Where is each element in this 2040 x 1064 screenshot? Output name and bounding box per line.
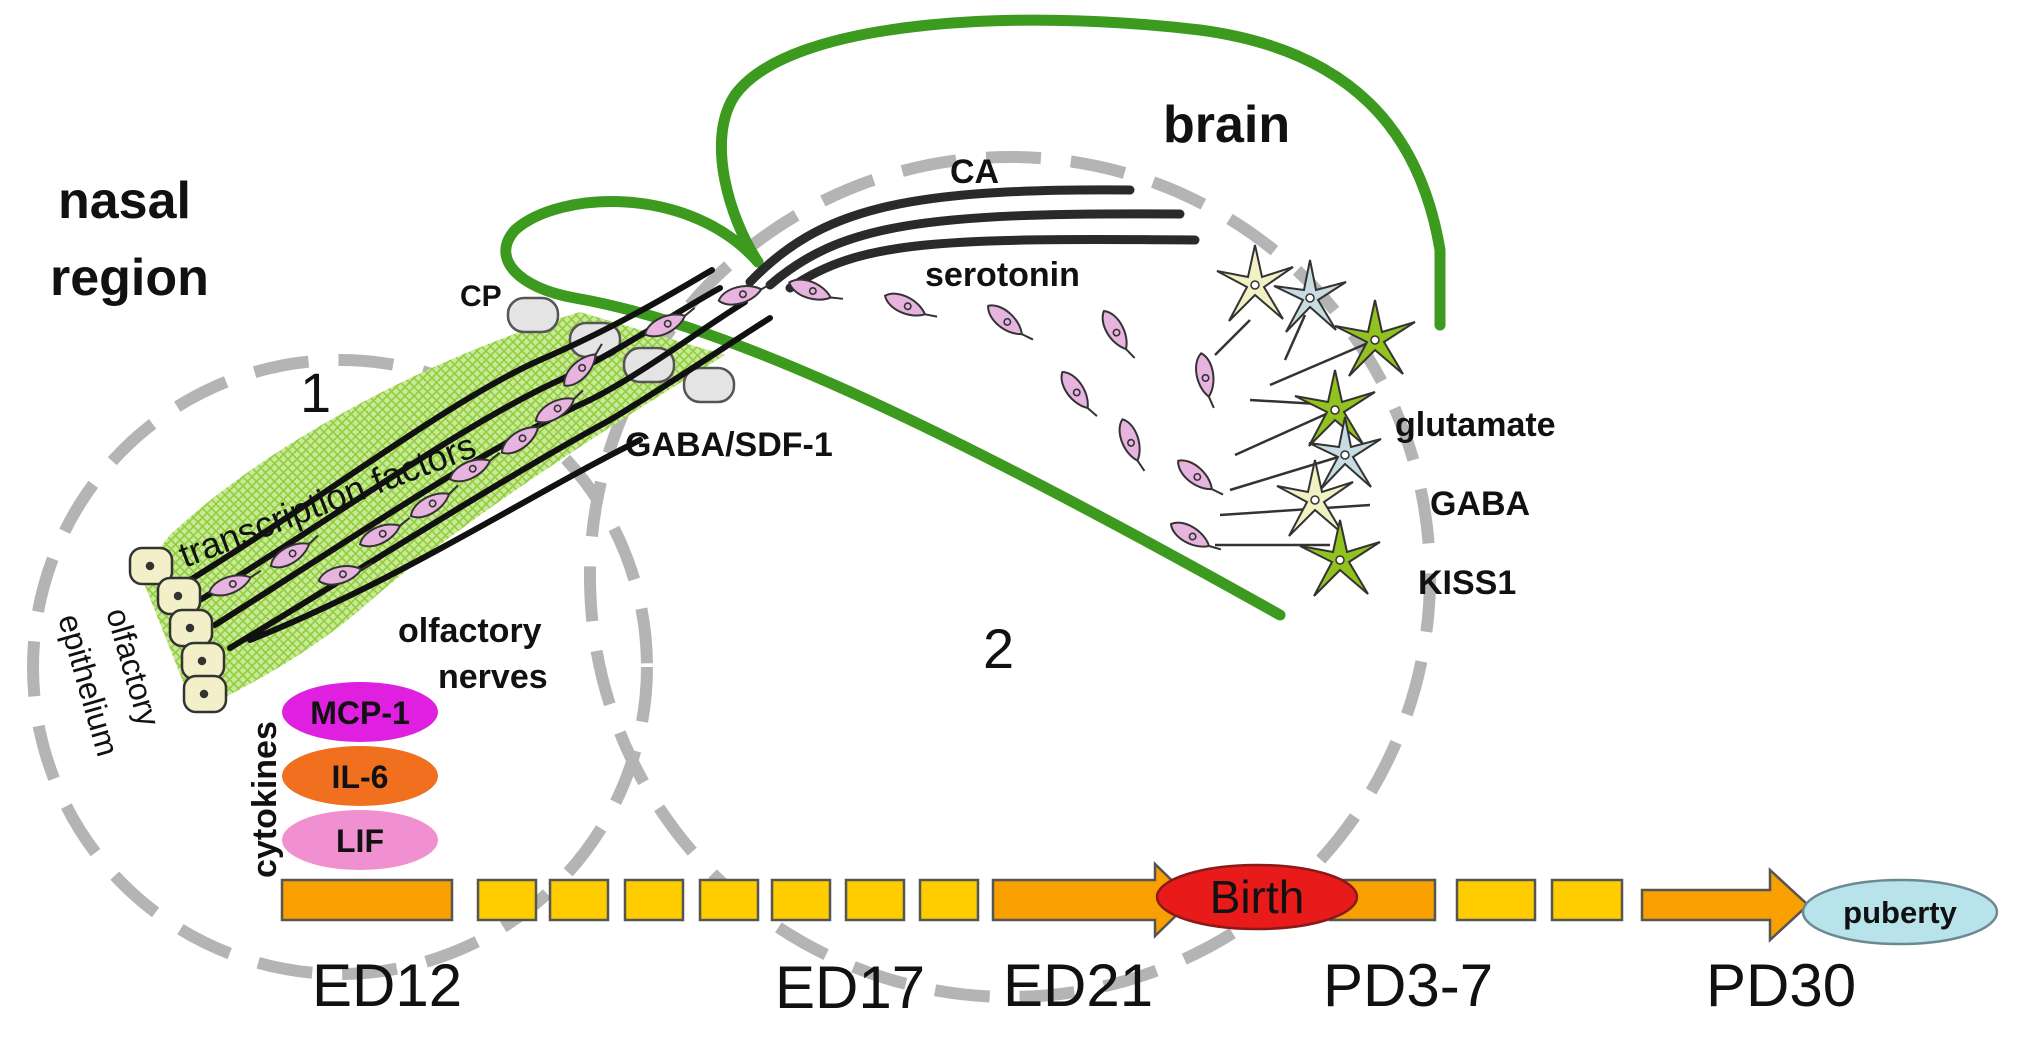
timeline-segment bbox=[476, 878, 538, 922]
serotonin-label: serotonin bbox=[925, 256, 1080, 294]
cytokine-lif-ellipse bbox=[282, 810, 438, 870]
birth-label: Birth bbox=[1210, 871, 1305, 923]
timeline-segment bbox=[844, 878, 906, 922]
region-2-label: 2 bbox=[983, 617, 1014, 680]
cytokine-il6-label: IL-6 bbox=[332, 759, 389, 795]
glutamate-label: glutamate bbox=[1395, 406, 1556, 444]
cytokine-mcp1-ellipse bbox=[282, 682, 438, 742]
ca-label: CA bbox=[950, 153, 999, 191]
cytokine-lif-label: LIF bbox=[336, 823, 384, 859]
gaba-sdf1-label: GABA/SDF-1 bbox=[625, 426, 833, 464]
region-1-circle bbox=[27, 354, 653, 980]
cytokine-list: MCP-1 IL-6 LIF bbox=[282, 682, 438, 870]
stage-ed21: ED21 bbox=[1003, 952, 1153, 1019]
puberty-marker bbox=[1801, 878, 1999, 946]
brain-lower-outline bbox=[500, 196, 1286, 621]
nasal-region-label-line2: region bbox=[50, 249, 209, 307]
stage-pd30: PD30 bbox=[1706, 952, 1856, 1019]
kiss1-label: KISS1 bbox=[1418, 564, 1516, 602]
region-2-circle bbox=[584, 151, 1436, 1003]
timeline-segment bbox=[548, 878, 610, 922]
cytokines-label: cytokines bbox=[246, 721, 284, 878]
stage-pd3-7: PD3-7 bbox=[1323, 952, 1493, 1019]
timeline-segment bbox=[770, 878, 832, 922]
timeline-segment bbox=[1550, 878, 1624, 922]
cytokine-il6-ellipse bbox=[282, 746, 438, 806]
nasal-region-label-line1: nasal bbox=[58, 172, 191, 230]
brain-outline bbox=[716, 14, 1446, 331]
puberty-label: puberty bbox=[1843, 895, 1957, 930]
brain-label: brain bbox=[1163, 96, 1290, 154]
region-1-label: 1 bbox=[300, 361, 331, 424]
timeline-segment bbox=[698, 878, 760, 922]
gaba-label: GABA bbox=[1430, 485, 1530, 523]
ca-fibres bbox=[745, 185, 1200, 293]
olfactory-nerves-label-line1: olfactory bbox=[398, 612, 542, 650]
timeline-segment bbox=[1455, 878, 1537, 922]
timeline bbox=[280, 861, 1999, 946]
cp-label: CP bbox=[460, 280, 502, 313]
olfactory-nerves-label-line2: nerves bbox=[438, 658, 548, 696]
timeline-segment bbox=[918, 878, 980, 922]
cytokine-mcp1-label: MCP-1 bbox=[310, 695, 410, 731]
neurotransmitter-neurons bbox=[1214, 243, 1417, 598]
timeline-arrow-puberty bbox=[1640, 867, 1810, 943]
stage-ed17: ED17 bbox=[775, 954, 925, 1021]
timeline-segment bbox=[623, 878, 685, 922]
olfactory-epithelium-cells bbox=[128, 546, 228, 714]
stage-ed12: ED12 bbox=[312, 952, 462, 1019]
birth-marker bbox=[1155, 863, 1359, 931]
timeline-arrow-birth bbox=[991, 861, 1194, 939]
timeline-bar-start bbox=[280, 878, 454, 922]
